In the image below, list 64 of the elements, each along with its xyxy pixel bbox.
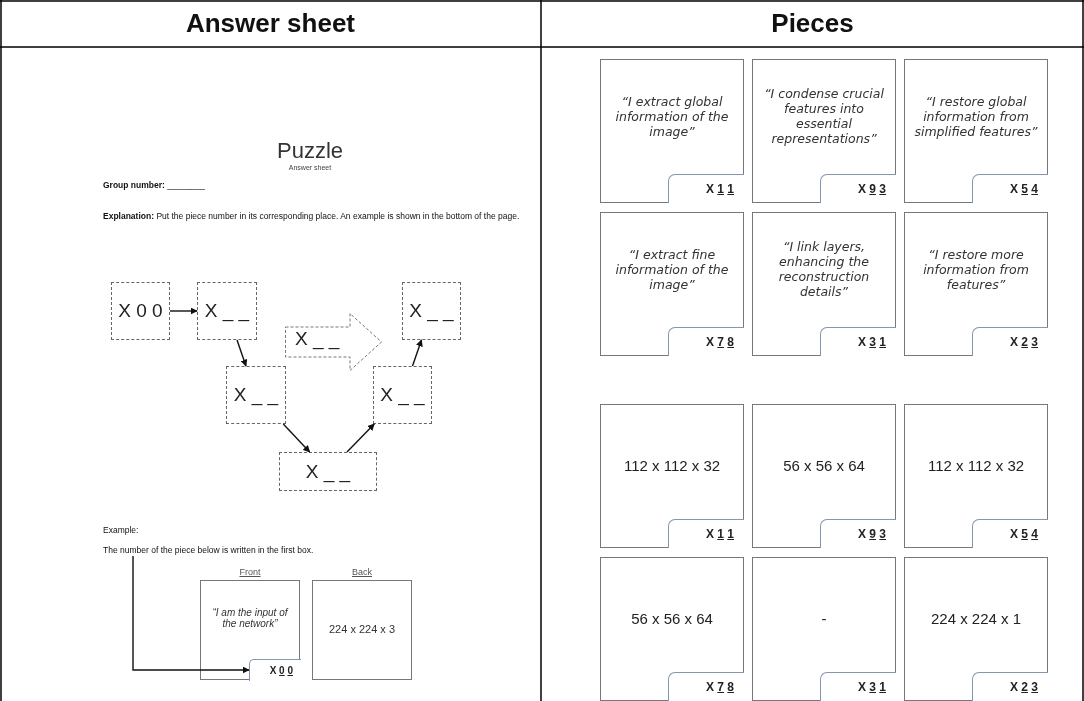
dimension-text: 112 x 112 x 32: [622, 457, 722, 474]
number-tab: X 5 4: [972, 519, 1048, 548]
number-tab: X 0 0: [249, 659, 301, 681]
piece-card: [904, 404, 1048, 548]
piece-card: [312, 580, 412, 680]
leader-line: [132, 555, 250, 674]
number-tab: X 1 1: [668, 519, 744, 548]
arrow: [169, 307, 198, 315]
instruction-text: Explanation: Put the piece number in its corresponding place. An example is shown in the bottom of the page.: [103, 211, 521, 223]
piece-card: [752, 557, 896, 701]
dimension-text: 56 x 56 x 64: [630, 610, 714, 627]
quote-text: “I link layers, enhancing the reconstruction details”: [777, 238, 871, 301]
dimension-text: 56 x 56 x 64: [782, 457, 866, 474]
block-arrow: [285, 313, 382, 371]
number-tab: X 3 1: [820, 327, 896, 356]
quote-text: “I extract global information of the image”: [614, 92, 730, 141]
answer-box: X 0 0: [111, 282, 170, 340]
piece-card: [600, 59, 744, 203]
piece-card: [752, 59, 896, 203]
arrow: [282, 423, 311, 453]
piece-card: [752, 404, 896, 548]
number-tab: X 2 3: [972, 672, 1048, 701]
column-header: Answer sheet: [184, 8, 357, 39]
form-field-label: Group number: ________: [103, 180, 206, 190]
number-tab: X 2 3: [972, 327, 1048, 356]
piece-card: [904, 212, 1048, 356]
dimension-text: 224 x 224 x 1: [929, 610, 1023, 627]
dimension-text: -: [820, 610, 828, 627]
dimension-text: 224 x 224 x 3: [327, 623, 397, 635]
number-tab: X 7 8: [668, 327, 744, 356]
piece-card: [904, 59, 1048, 203]
piece-card: [752, 212, 896, 356]
piece-card: [600, 404, 744, 548]
answer-box: X _ _: [197, 282, 257, 340]
quote-text: “I am the input of the network”: [211, 607, 290, 629]
number-tab: X 3 1: [820, 672, 896, 701]
quote-text: “I extract fine information of the image”: [614, 245, 730, 294]
arrow: [411, 339, 423, 367]
piece-card: [600, 212, 744, 356]
answer-box: X _ _: [373, 366, 432, 424]
answer-slot-text: X _ _: [295, 328, 340, 350]
arrow: [346, 423, 375, 453]
answer-box: X _ _: [279, 452, 377, 491]
card-caption: Back: [351, 567, 373, 577]
arrow: [236, 339, 248, 367]
answer-box: X _ _: [226, 366, 286, 424]
number-tab: X 9 3: [820, 519, 896, 548]
number-tab: X 9 3: [820, 174, 896, 203]
piece-card: [600, 557, 744, 701]
quote-text: “I restore more information from features”: [922, 245, 1030, 294]
piece-card: [200, 580, 300, 680]
number-tab: X 7 8: [668, 672, 744, 701]
number-tab: X 5 4: [972, 174, 1048, 203]
card-caption: Front: [238, 567, 262, 577]
example-heading: Example:: [103, 525, 139, 535]
quote-text: “I condense crucial features into essential representations”: [763, 85, 885, 148]
column-header: Pieces: [770, 8, 855, 39]
dimension-text: 112 x 112 x 32: [926, 457, 1026, 474]
page-title: Puzzle: [275, 138, 344, 164]
answer-box: X _ _: [402, 282, 461, 340]
number-tab: X 1 1: [668, 174, 744, 203]
quote-text: “I restore global information from simplified features”: [913, 92, 1039, 141]
example-sentence: The number of the piece below is written in the first box.: [103, 545, 314, 555]
piece-card: [904, 557, 1048, 701]
